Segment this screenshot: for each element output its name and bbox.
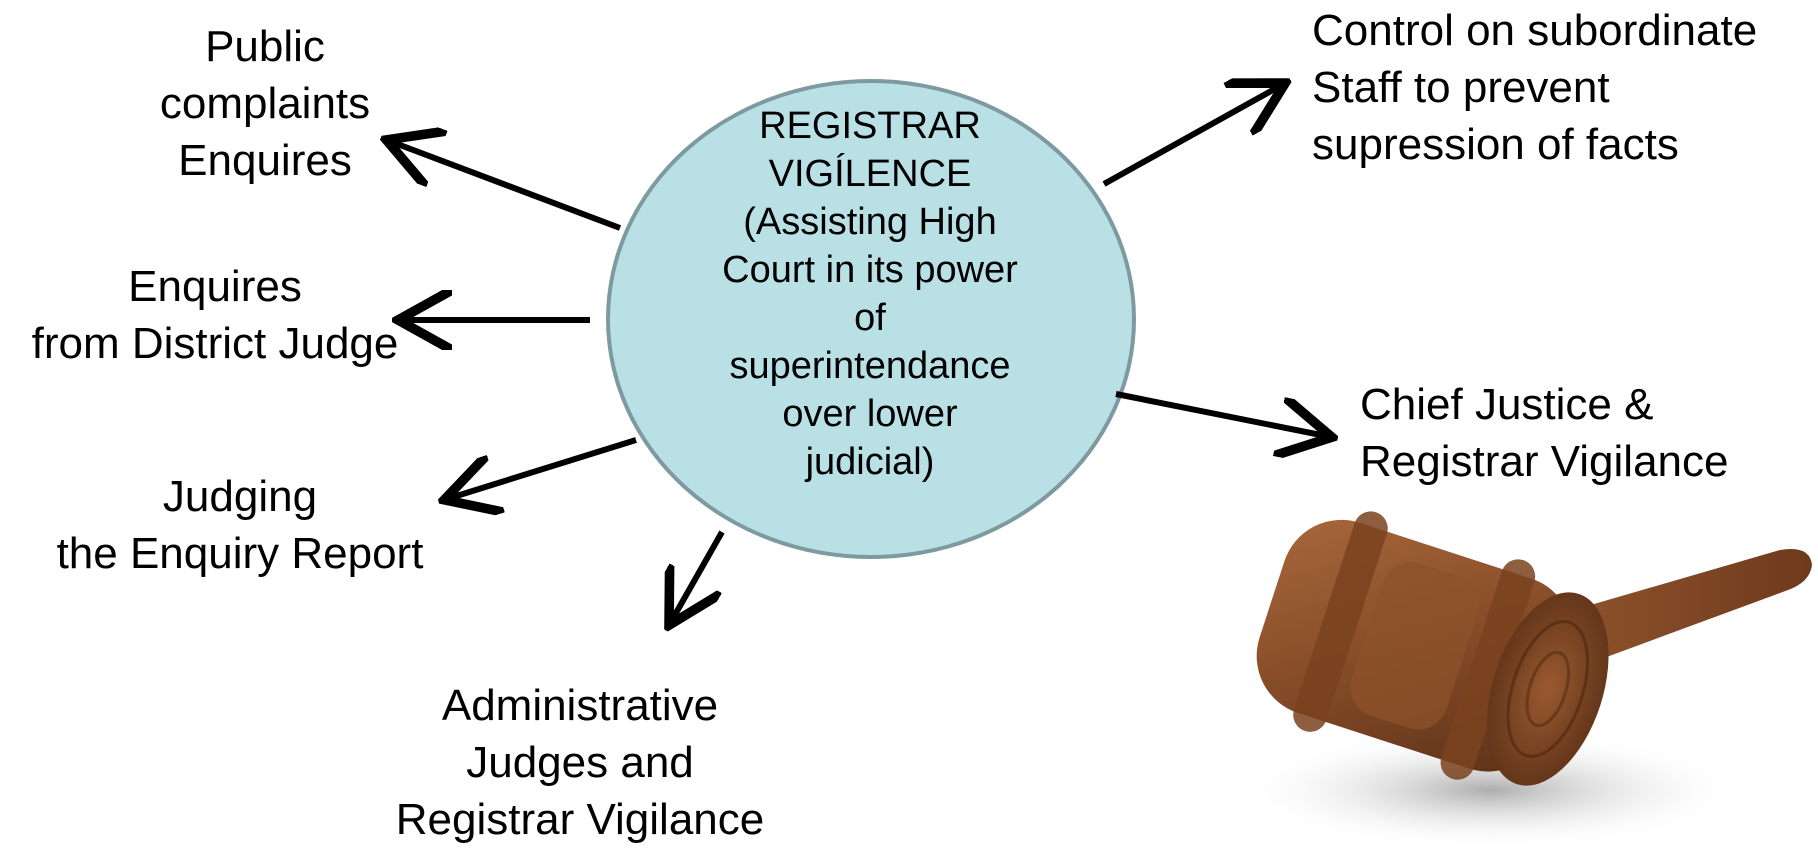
node-district-judge: Enquires from District Judge: [31, 262, 399, 368]
arrow-to-judging-report: [450, 437, 637, 498]
node-chief-justice: Chief Justice & Registrar Vigilance: [1360, 380, 1729, 486]
node-administrative: Administrative Judges and Registrar Vigi…: [395, 681, 765, 844]
arrow-to-administrative: [672, 530, 725, 620]
center-label: REGISTRAR VIGÍLENCE (Assisting High Cour…: [722, 105, 1018, 483]
center-circle: [606, 79, 1136, 559]
node-public-complaints: Public complaints Enquires: [159, 22, 371, 185]
node-judging-report: Judging the Enquiry Report: [56, 472, 424, 578]
arrow-to-control-staff: [1102, 86, 1280, 187]
node-control-staff: Control on subordinate Staff to prevent …: [1312, 6, 1758, 169]
arrow-to-chief-justice: [1115, 391, 1326, 436]
gavel-icon: [1230, 511, 1812, 847]
arrow-to-public-complaints: [392, 142, 622, 231]
